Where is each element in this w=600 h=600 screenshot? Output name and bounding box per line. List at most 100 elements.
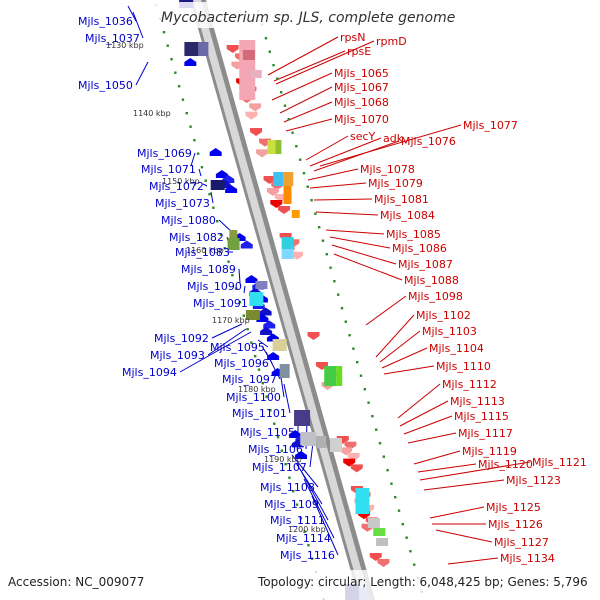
right-gene-label[interactable]: Mjls_1113 [450, 395, 505, 408]
left-gene-label[interactable]: Mjls_1093 [150, 349, 205, 362]
inner-tick-dot [292, 490, 295, 493]
left-connector-line [257, 339, 269, 348]
left-gene-label[interactable]: Mjls_1036 [78, 15, 133, 28]
forward-gene-arrow [225, 185, 238, 193]
tick-label: 1170 kbp [212, 316, 250, 325]
right-gene-label[interactable]: rpmD [376, 35, 407, 48]
right-gene-label[interactable]: Mjls_1110 [436, 360, 491, 373]
outer-tick-dot [367, 401, 370, 404]
right-gene-label[interactable]: Mjls_1112 [442, 378, 497, 391]
right-gene-label[interactable]: Mjls_1068 [334, 96, 389, 109]
right-gene-label[interactable]: adk [383, 132, 404, 145]
left-gene-label[interactable]: Mjls_1090 [187, 280, 242, 293]
outer-tick-dot [317, 226, 321, 229]
right-gene-label[interactable]: Mjls_1076 [401, 135, 456, 148]
left-gene-label[interactable]: Mjls_1089 [181, 263, 236, 276]
right-connector-line [383, 365, 435, 375]
right-gene-label[interactable]: Mjls_1077 [463, 119, 518, 132]
outer-tick-dot [325, 253, 328, 256]
left-gene-label[interactable]: Mjls_1101 [232, 407, 287, 420]
right-gene-label[interactable]: secY [350, 130, 376, 143]
left-gene-label[interactable]: Mjls_1050 [78, 79, 133, 92]
left-gene-label[interactable]: Mjls_1106 [248, 443, 303, 456]
right-connector-line [275, 40, 375, 85]
gene-block [294, 410, 311, 426]
right-gene-label[interactable]: Mjls_1119 [462, 445, 517, 458]
inner-tick-dot [238, 301, 242, 304]
left-gene-label[interactable]: Mjls_1069 [137, 147, 192, 160]
right-gene-label[interactable]: Mjls_1079 [368, 177, 423, 190]
right-gene-label[interactable]: Mjls_1067 [334, 81, 389, 94]
right-gene-label[interactable]: Mjls_1102 [416, 309, 471, 322]
inner-tick-dot [166, 44, 169, 47]
left-gene-label[interactable]: Mjls_1096 [214, 357, 269, 370]
right-gene-label[interactable]: rpsN [340, 31, 365, 44]
right-gene-label[interactable]: Mjls_1085 [386, 228, 441, 241]
left-gene-label[interactable]: Mjls_1083 [175, 246, 230, 259]
left-connector-line [211, 323, 243, 339]
right-gene-label[interactable]: Mjls_1123 [506, 474, 561, 487]
left-gene-label[interactable]: Mjls_1111 [270, 514, 325, 527]
right-gene-label[interactable]: Mjls_1134 [500, 552, 555, 565]
topology-text: Topology: circular; Length: 6,048,425 bp… [257, 575, 588, 589]
left-gene-label[interactable]: Mjls_1072 [149, 180, 204, 193]
right-gene-label[interactable]: Mjls_1126 [488, 518, 543, 531]
reverse-gene-arrow [226, 45, 239, 53]
outer-tick-dot [355, 361, 359, 364]
right-gene-label[interactable]: Mjls_1084 [380, 209, 435, 222]
left-gene-label[interactable]: Mjls_1092 [154, 332, 209, 345]
right-gene-label[interactable]: Mjls_1087 [398, 258, 453, 271]
right-gene-label[interactable]: Mjls_1104 [429, 342, 484, 355]
left-gene-label[interactable]: Mjls_1071 [141, 163, 196, 176]
left-gene-label[interactable]: Mjls_1073 [155, 197, 210, 210]
left-gene-label[interactable]: Mjls_1108 [260, 481, 315, 494]
right-gene-label[interactable]: Mjls_1125 [486, 501, 541, 514]
left-gene-label[interactable]: Mjls_1091 [193, 297, 248, 310]
right-gene-label[interactable]: Mjls_1078 [360, 163, 415, 176]
right-connector-line [381, 347, 428, 369]
left-gene-label[interactable]: Mjls_1114 [276, 532, 331, 545]
right-connector-line [273, 50, 346, 82]
right-connector-line [279, 86, 333, 114]
right-connector-line [271, 72, 333, 101]
right-gene-label[interactable]: Mjls_1098 [408, 290, 463, 303]
left-gene-label[interactable]: Mjls_1080 [161, 214, 216, 227]
right-gene-label[interactable]: Mjls_1117 [458, 427, 513, 440]
left-gene-label[interactable]: Mjls_1095 [210, 341, 265, 354]
right-gene-label[interactable]: Mjls_1065 [334, 67, 389, 80]
right-gene-label[interactable]: Mjls_1103 [422, 325, 477, 338]
gene-block [281, 237, 294, 249]
right-connector-line [319, 124, 462, 167]
outer-tick-dot [401, 523, 405, 526]
left-gene-label[interactable]: Mjls_1107 [252, 461, 307, 474]
inner-tick-dot [162, 31, 166, 34]
outer-tick-dot [306, 185, 309, 188]
right-gene-label[interactable]: Mjls_1086 [392, 242, 447, 255]
outer-tick-dot [378, 442, 382, 445]
outer-tick-dot [336, 293, 340, 296]
right-gene-label[interactable]: Mjls_1120 [478, 458, 533, 471]
right-gene-label[interactable]: Mjls_1088 [404, 274, 459, 287]
left-gene-label[interactable]: Mjls_1082 [169, 231, 224, 244]
right-gene-label[interactable]: rpsE [347, 45, 371, 58]
left-gene-label[interactable]: Mjls_1037 [85, 32, 140, 45]
left-gene-label[interactable]: Mjls_1094 [122, 366, 177, 379]
reverse-gene-arrow [245, 111, 258, 120]
left-gene-label[interactable]: Mjls_1109 [264, 498, 319, 511]
inner-tick-dot [257, 368, 261, 371]
left-gene-label[interactable]: Mjls_1097 [222, 373, 277, 386]
right-gene-label[interactable]: Mjls_1127 [494, 536, 549, 549]
left-gene-label[interactable]: Mjls_1105 [240, 426, 295, 439]
right-connector-line [379, 330, 421, 363]
inner-tick-dot [234, 287, 238, 290]
outer-tick-dot [390, 482, 393, 485]
left-gene-label[interactable]: Mjls_1116 [280, 549, 335, 562]
outer-tick-dot [272, 64, 275, 67]
left-gene-label[interactable]: Mjls_1100 [226, 391, 281, 404]
outer-tick-dot [397, 509, 401, 512]
right-gene-label[interactable]: Mjls_1115 [454, 410, 509, 423]
tick-label: 1180 kbp [238, 385, 276, 394]
right-gene-label[interactable]: Mjls_1121 [532, 456, 587, 469]
right-gene-label[interactable]: Mjls_1070 [334, 113, 389, 126]
right-gene-label[interactable]: Mjls_1081 [374, 193, 429, 206]
